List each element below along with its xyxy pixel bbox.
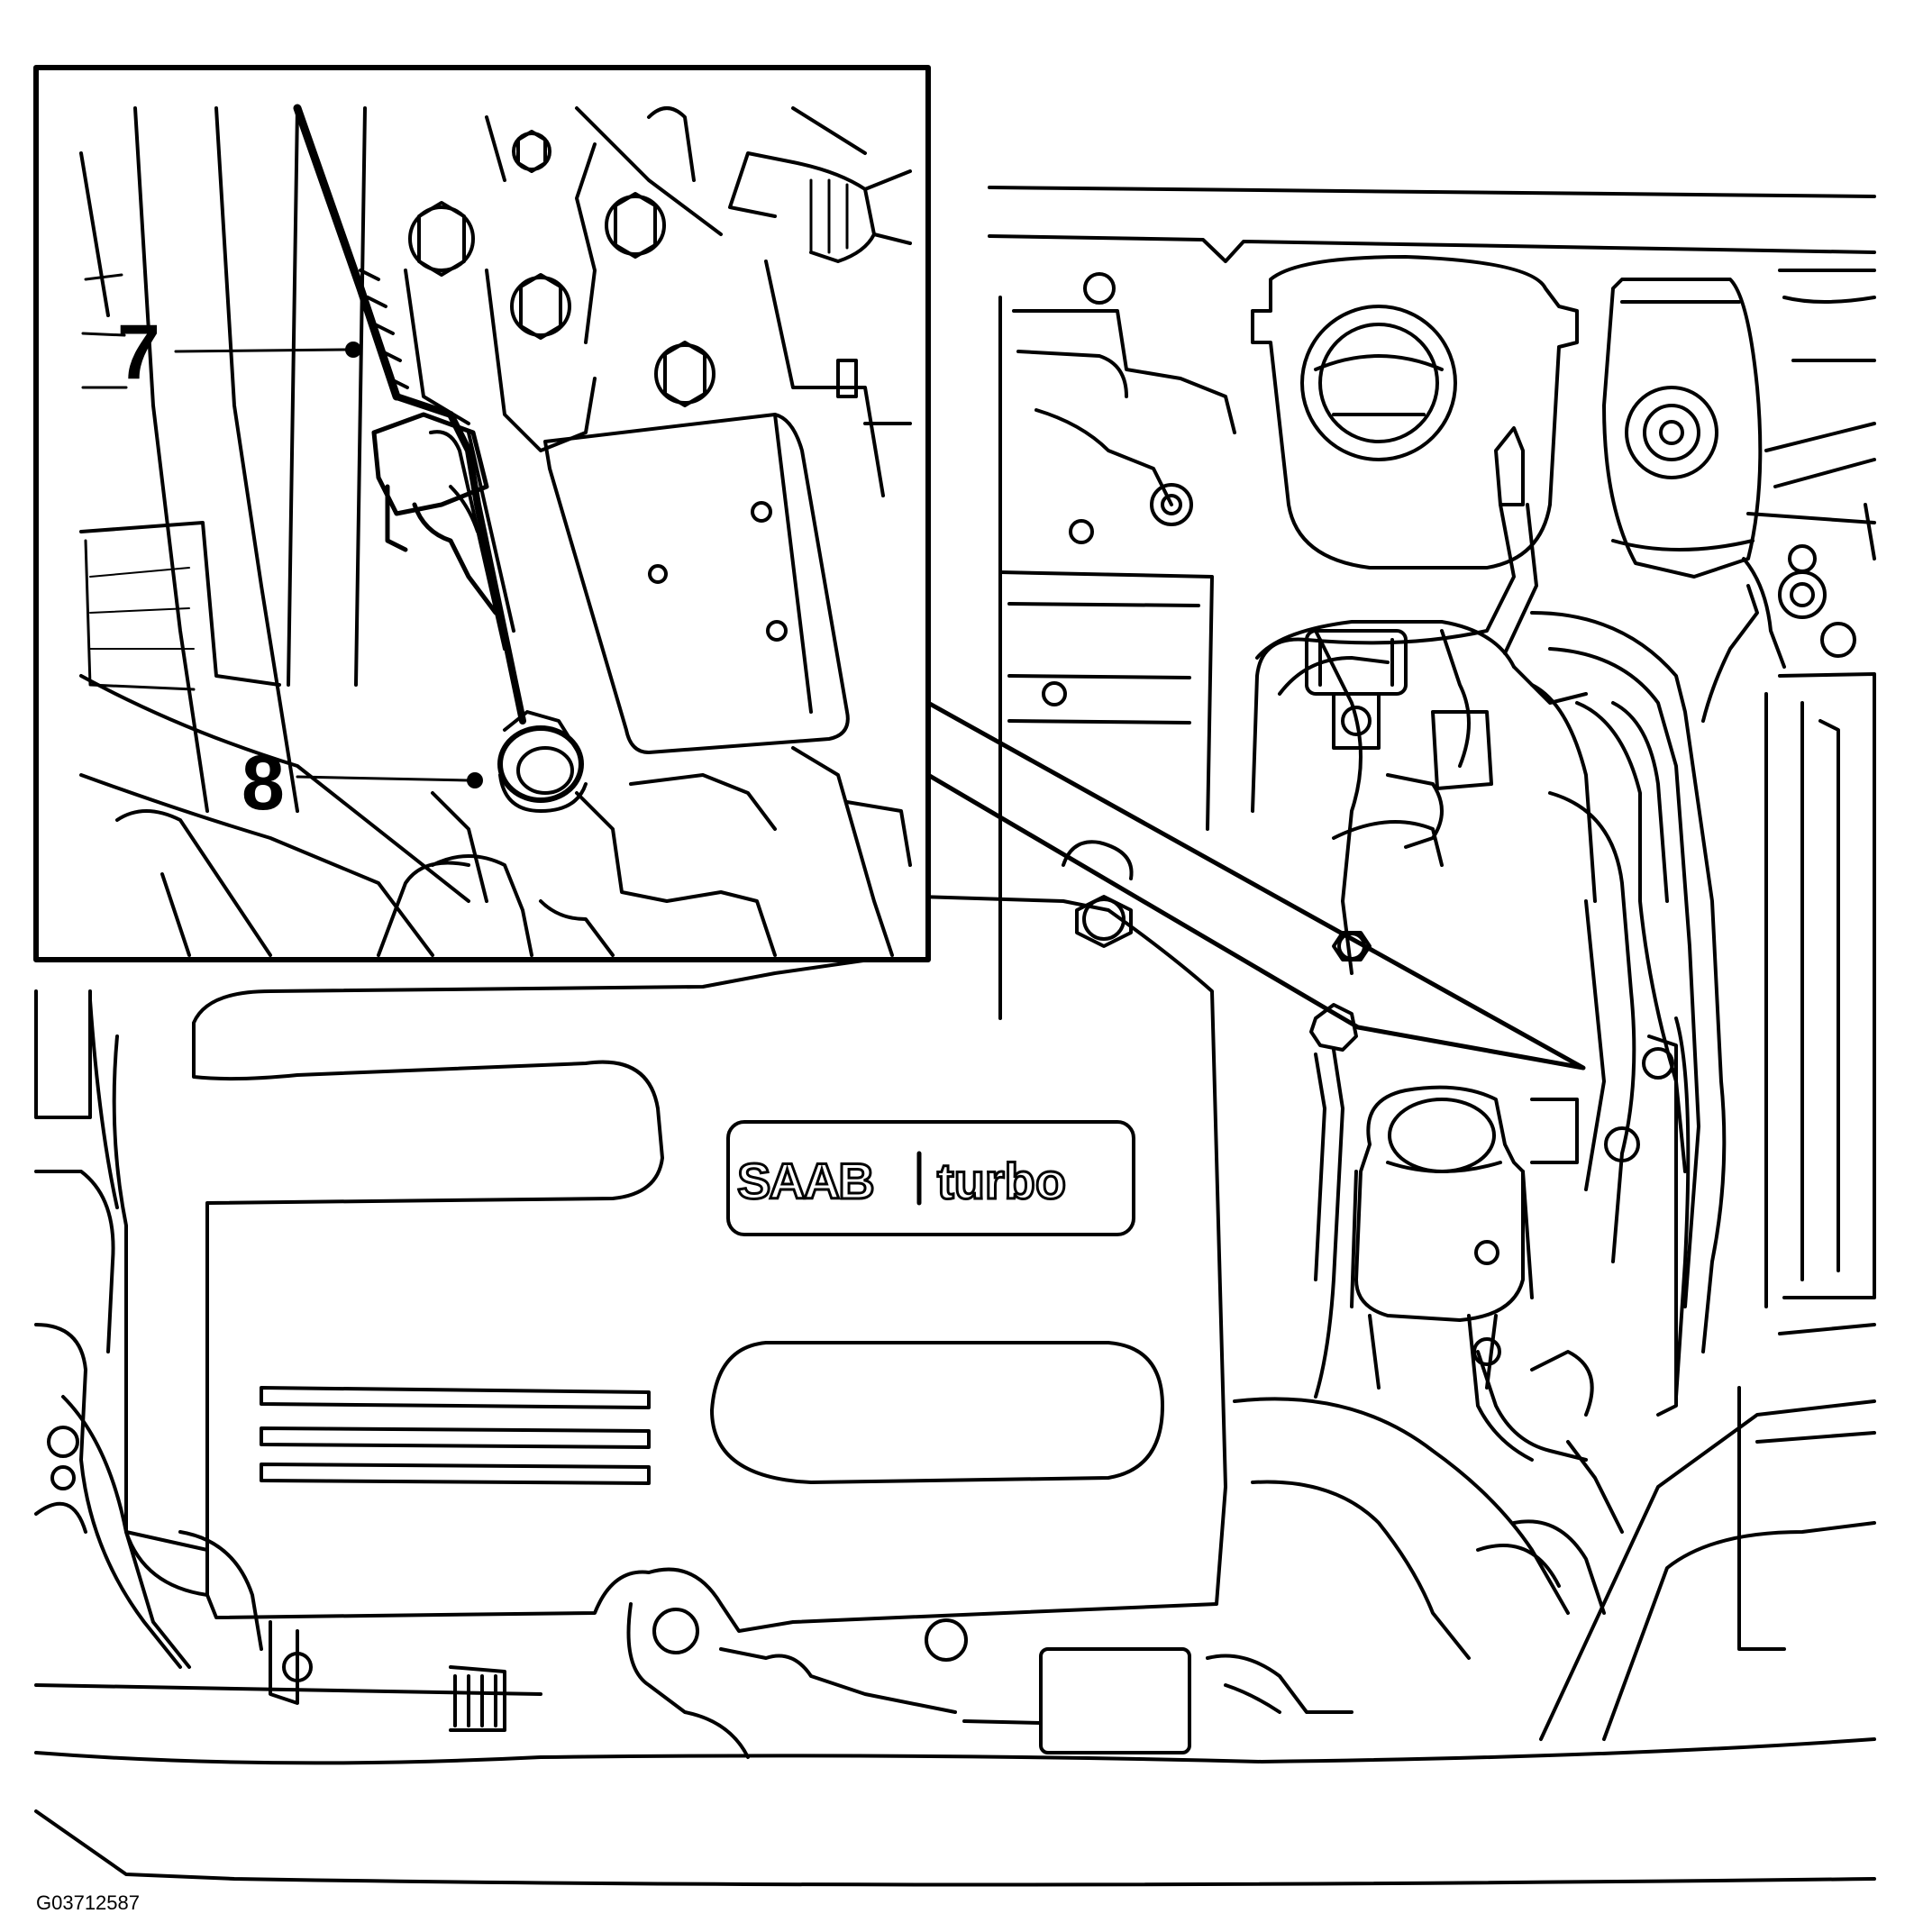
callout-8-label: 8 [242,740,285,826]
cable-bushing [497,710,588,813]
cover-logo-brand: SAAB [737,1153,873,1209]
coolant-reservoir [1251,255,1579,813]
lower-components [178,1530,1353,1759]
inset-module-plate [543,413,850,754]
cover-vent-slots [260,1386,651,1485]
callout-8-dot [467,772,483,788]
cable-end-fitting [371,412,498,615]
cover-oval-panel [710,1341,1164,1484]
inset-pointer [925,700,1586,1071]
cover-logo-model: turbo [937,1153,1066,1209]
right-engine-area [998,255,1876,1741]
callout-7-label: 7 [117,309,160,396]
figure-id: G03712587 [36,1891,140,1914]
brake-fluid-reservoir [1602,278,1763,579]
callout-7-dot [345,342,361,358]
power-steering-reservoir [1350,1085,1534,1390]
callout-7-leader [174,348,349,353]
callout-leaders [174,348,470,782]
cover-logo-plate [726,1120,1135,1236]
intake-hose [1233,1397,1606,1660]
engine-bay-outline [34,186,1876,1887]
callout-8-leader [296,775,470,782]
inset-detail [33,65,931,962]
shift-cable [293,104,526,724]
engine-cover[interactable] [88,895,1227,1633]
